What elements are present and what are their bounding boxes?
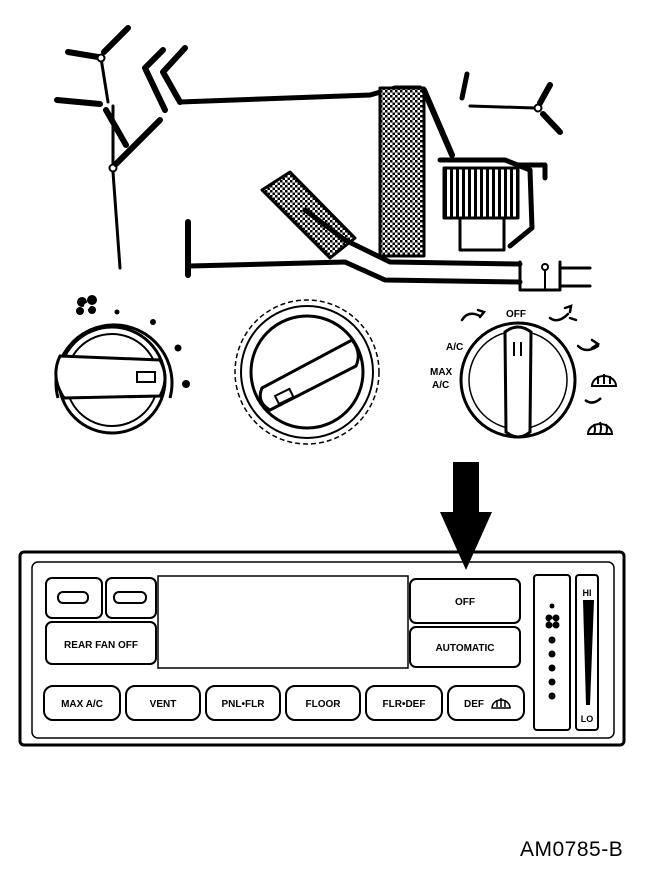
door-blade	[103, 107, 129, 148]
defrost-icon	[586, 421, 614, 435]
max-ac-button[interactable]	[43, 685, 121, 721]
def-button[interactable]	[447, 685, 525, 721]
fan-speed-knob[interactable]	[54, 323, 174, 435]
small-button-right[interactable]	[105, 577, 157, 619]
defrost-icon	[491, 698, 511, 709]
automatic-label: AUTOMATIC	[435, 643, 494, 654]
mode-label-max-2: A/C	[432, 380, 449, 391]
fan-speed-dots	[114, 309, 190, 388]
door-pivot	[96, 53, 106, 63]
door-blade	[537, 82, 553, 106]
blower-housing	[515, 162, 548, 181]
temperature-knob[interactable]	[234, 299, 380, 445]
temp-hi-label: HI	[583, 588, 592, 598]
door-blade	[459, 71, 470, 101]
panel-face	[31, 561, 615, 739]
blower-level-column	[533, 574, 571, 731]
automatic-button[interactable]	[409, 626, 521, 668]
floor-label: FLOOR	[306, 699, 342, 710]
down-arrow-icon	[440, 462, 492, 570]
duct-wall	[468, 104, 537, 110]
door-blade	[113, 117, 163, 167]
off-label: OFF	[455, 597, 475, 608]
knob-indicator	[273, 387, 295, 406]
door-pivot	[541, 263, 549, 271]
mode-label-off: OFF	[506, 309, 526, 320]
temperature-scale	[575, 574, 599, 731]
electronic-control-panel	[18, 550, 626, 747]
pnl-flr-button[interactable]	[205, 685, 281, 721]
max-ac-label: MAX A/C	[61, 699, 103, 710]
button-slot	[57, 591, 89, 604]
defrost-floor-icon	[584, 374, 618, 404]
door-blade	[540, 111, 563, 135]
duct-wall	[160, 45, 188, 105]
def-label: DEF	[464, 699, 484, 710]
flr-def-label: FLR•DEF	[383, 699, 426, 710]
vent-label: VENT	[150, 699, 177, 710]
mode-label-ac: A/C	[446, 342, 463, 353]
button-slot	[113, 591, 147, 604]
temp-scale-ring-inner	[240, 305, 374, 439]
door-blade	[54, 97, 103, 107]
fan-icon	[545, 614, 560, 629]
floor-button[interactable]	[285, 685, 361, 721]
duct-wall	[302, 207, 523, 267]
off-button[interactable]	[409, 578, 521, 624]
panel-labels: REAR FAN OFF OFF AUTOMATIC MAX A/C VENT …	[61, 588, 593, 724]
heater-core	[378, 86, 426, 258]
flr-def-button[interactable]	[365, 685, 443, 721]
pnl-flr-label: PNL•FLR	[222, 699, 266, 710]
fan-icon	[76, 295, 97, 315]
temp-scale-ring	[234, 299, 380, 445]
panel-floor-icon	[548, 304, 578, 322]
door-pivot-link	[99, 56, 110, 104]
knob-indicator	[136, 371, 156, 383]
mode-label-max-1: MAX	[430, 367, 453, 378]
mode-knob[interactable]	[459, 321, 577, 439]
panel-vent-icon	[460, 308, 487, 322]
panel-bezel	[18, 550, 626, 747]
display-window	[157, 575, 409, 669]
knob-pointer	[54, 354, 167, 400]
blower-level-dots	[548, 603, 556, 700]
duct-wall	[111, 170, 122, 270]
knob-pointer	[503, 325, 533, 439]
rear-fan-off-button[interactable]	[45, 621, 157, 665]
door-blade	[101, 25, 131, 55]
small-button-left[interactable]	[45, 577, 103, 619]
vent-button[interactable]	[125, 685, 201, 721]
door-blade	[65, 49, 101, 60]
airflow-schematic	[54, 25, 592, 292]
floor-icon	[576, 338, 601, 352]
rear-fan-off-label: REAR FAN OFF	[64, 640, 138, 651]
duct-wall	[187, 259, 523, 285]
knob-pointer	[258, 338, 360, 412]
blower-motor	[458, 216, 506, 252]
figure-reference: AM0785-B	[520, 838, 624, 861]
blower-housing	[437, 157, 535, 249]
duct-wall	[421, 87, 455, 158]
temperature-wedge	[583, 600, 594, 705]
blower-wheel	[442, 166, 520, 220]
outlet-housing	[518, 260, 562, 292]
temp-lo-label: LO	[581, 714, 594, 724]
rotary-control-panel: OFF A/C MAX A/C	[54, 295, 618, 445]
duct-wall	[142, 47, 168, 113]
